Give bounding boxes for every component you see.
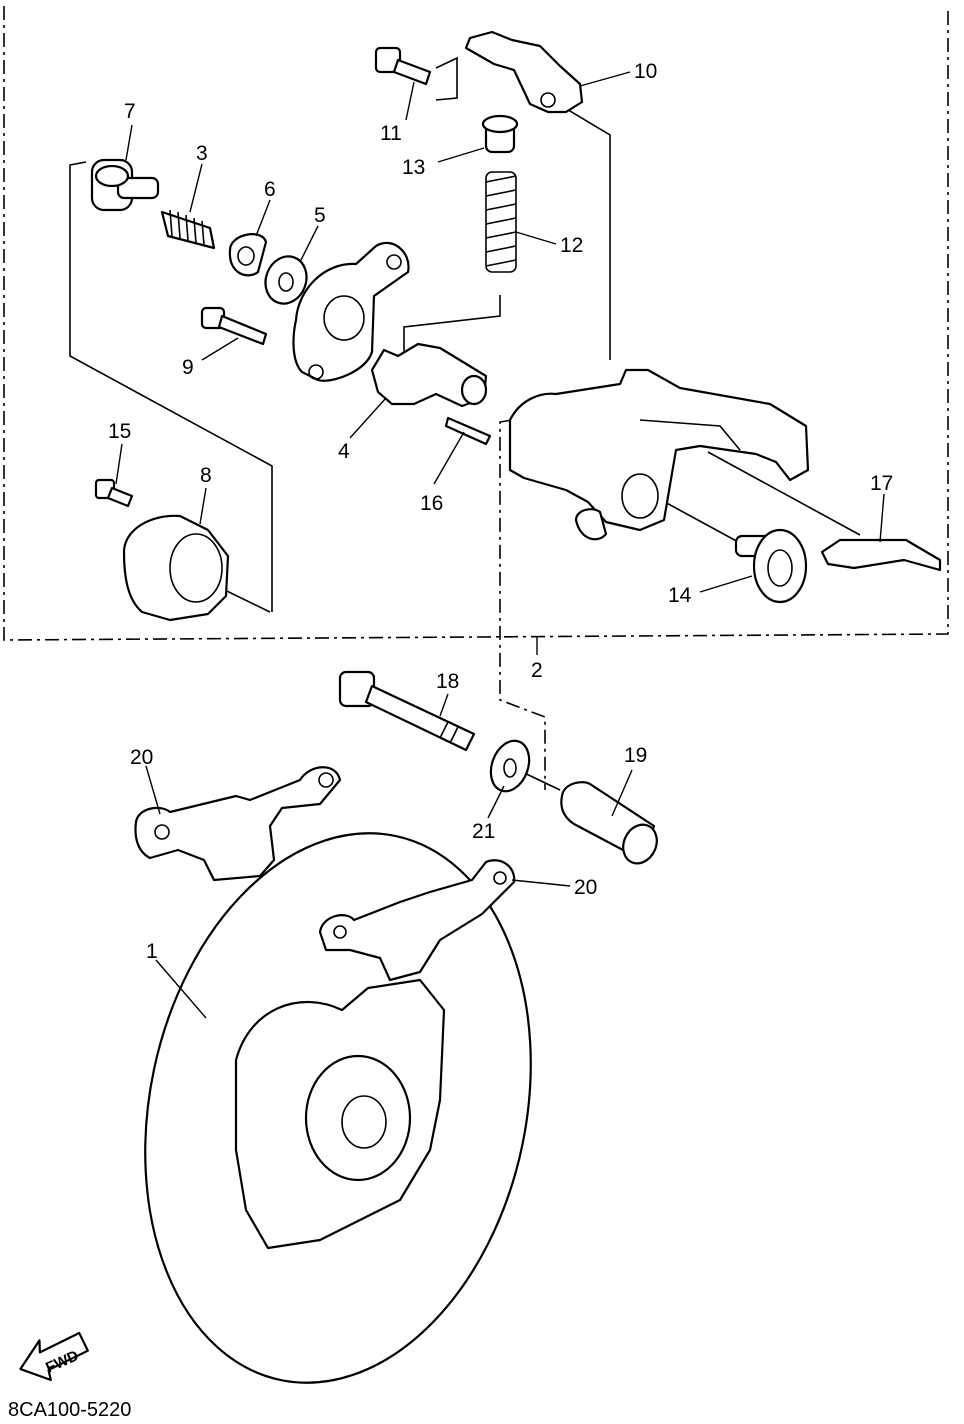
part-12-spring — [485, 171, 517, 273]
base-plate — [292, 241, 410, 382]
label-part-14: 14 — [668, 584, 692, 607]
label-part-19: 19 — [624, 744, 647, 767]
part-8-cap — [122, 514, 230, 622]
part-5-washer — [264, 255, 308, 305]
part-19-sleeve — [560, 781, 658, 865]
part-9-bolt — [200, 306, 268, 346]
part-13-collar — [481, 114, 519, 154]
label-part-17: 17 — [870, 472, 893, 495]
label-part-12: 12 — [560, 234, 583, 257]
part-14-pin — [734, 528, 808, 604]
part-15-bolt — [94, 478, 134, 508]
label-part-10: 10 — [634, 60, 657, 83]
part-number-labels: 1 2 3 4 5 6 7 8 9 10 11 12 13 14 15 16 1… — [108, 60, 893, 963]
part-4-lever — [370, 342, 488, 408]
diagram-code: 8CA100-5220 — [8, 1399, 131, 1421]
label-part-4: 4 — [338, 440, 350, 463]
part-10-bracket — [464, 30, 584, 114]
label-part-7: 7 — [124, 100, 136, 123]
alignment-lines — [69, 56, 861, 791]
label-part-8: 8 — [200, 464, 212, 487]
part-16-pin — [444, 416, 492, 446]
part-11-bolt — [374, 46, 432, 86]
part-1-brake-disc — [144, 832, 532, 1384]
label-part-21: 21 — [472, 820, 495, 843]
fwd-arrow-icon: FWD — [19, 1331, 89, 1382]
label-part-20-lower: 20 — [574, 876, 597, 899]
label-part-13: 13 — [402, 156, 425, 179]
part-18-bolt — [338, 670, 476, 752]
label-part-20-upper: 20 — [130, 746, 153, 769]
part-21-washer — [489, 739, 531, 793]
caliper-body — [508, 368, 810, 541]
leader-lines — [115, 71, 885, 1019]
part-3-coil-spring — [160, 209, 216, 250]
part-20-brake-pad-lower — [318, 859, 516, 982]
part-17-clip — [820, 538, 942, 572]
part-6-retainer — [228, 233, 268, 277]
label-part-16: 16 — [420, 492, 443, 515]
part-20-brake-pad-upper — [134, 766, 342, 882]
assembly-boundary — [3, 6, 949, 655]
label-part-5: 5 — [314, 204, 326, 227]
label-part-11: 11 — [380, 122, 402, 145]
label-part-9: 9 — [182, 356, 194, 379]
label-part-15: 15 — [108, 420, 131, 443]
label-part-3: 3 — [196, 142, 208, 165]
label-part-1: 1 — [146, 940, 158, 963]
label-part-18: 18 — [436, 670, 459, 693]
label-part-2: 2 — [531, 659, 543, 682]
part-7-shaft — [90, 158, 160, 212]
label-part-6: 6 — [264, 178, 276, 201]
